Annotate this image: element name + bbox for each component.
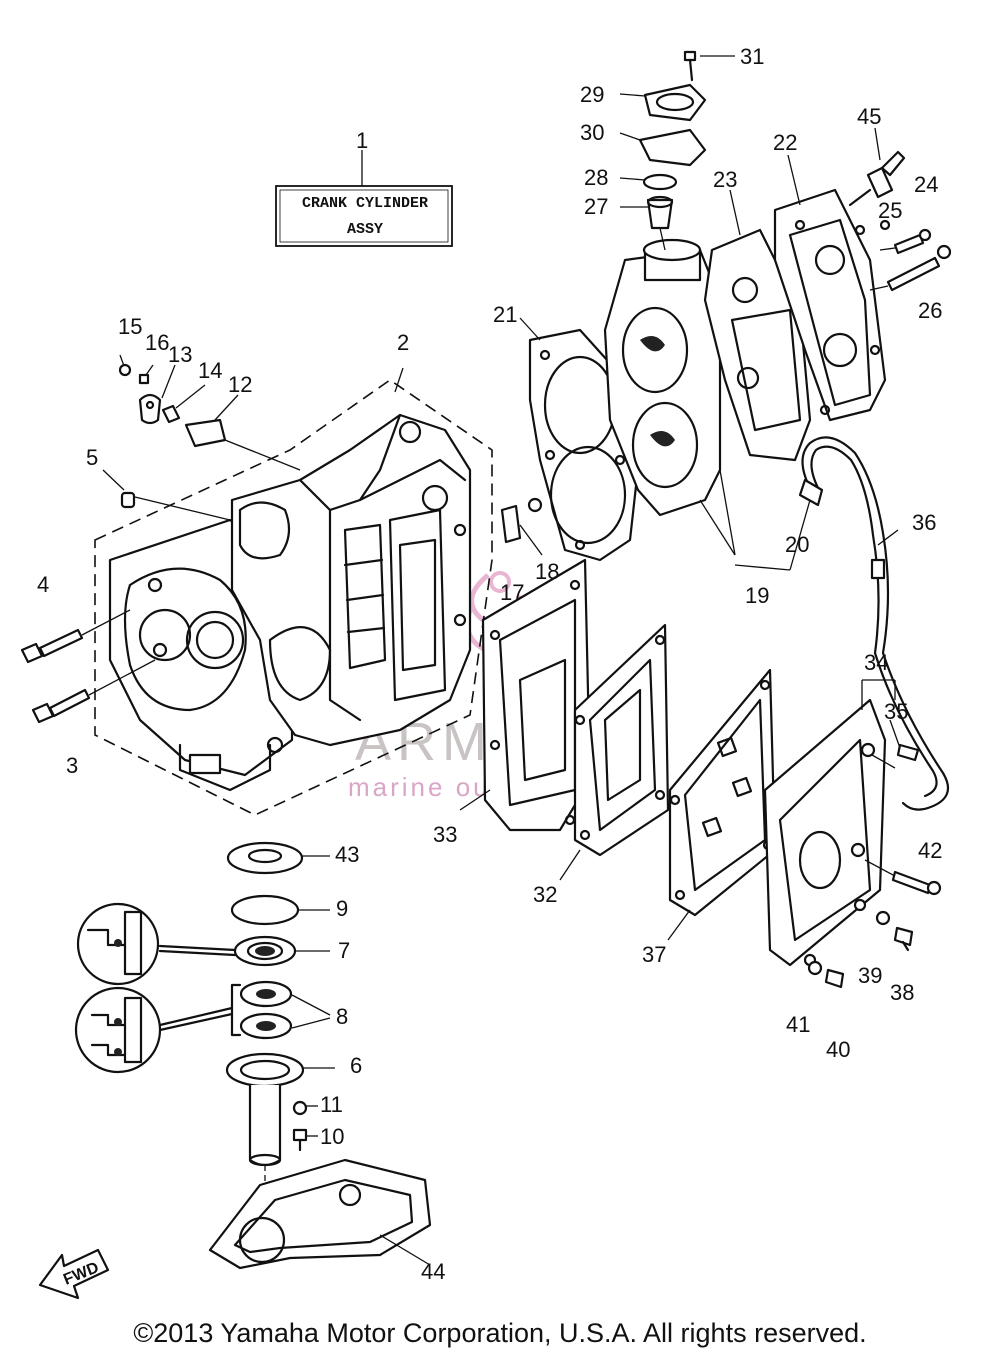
callout-10: 10 xyxy=(320,1124,344,1149)
callout-45: 45 xyxy=(857,104,881,129)
callout-31: 31 xyxy=(740,44,764,69)
cylinder-head-19 xyxy=(603,238,811,571)
callout-15: 15 xyxy=(118,314,142,339)
callout-17: 17 xyxy=(500,580,524,605)
gasket-44 xyxy=(208,1158,432,1270)
plate-32 xyxy=(559,623,670,881)
callout-16: 16 xyxy=(145,330,169,355)
dowel-pin-5 xyxy=(102,469,231,521)
washer-11-bolt-10 xyxy=(292,1100,318,1152)
callout-38: 38 xyxy=(890,980,914,1005)
assy-line-2: ASSY xyxy=(347,221,383,238)
exhaust-cover-34 xyxy=(763,679,901,967)
callout-6: 6 xyxy=(350,1053,362,1078)
assy-line-1: CRANK CYLINDER xyxy=(302,195,428,212)
callout-34: 34 xyxy=(864,650,888,675)
oil-seal-7 xyxy=(158,935,330,967)
callout-14: 14 xyxy=(198,358,222,383)
cover-bolts-38-42 xyxy=(807,859,942,989)
fitting-parts-12-16 xyxy=(118,354,301,471)
callout-20: 20 xyxy=(785,532,809,557)
callout-37: 37 xyxy=(642,942,666,967)
callout-33: 33 xyxy=(433,822,457,847)
callout-labels: 1 2 3 4 5 6 7 8 9 10 11 12 13 14 15 16 1… xyxy=(37,44,942,1284)
callout-25: 25 xyxy=(878,198,902,223)
forward-arrow-icon: FWD xyxy=(38,1248,110,1300)
callout-26: 26 xyxy=(918,298,942,323)
copyright-notice: ©2013 Yamaha Motor Corporation, U.S.A. A… xyxy=(133,1318,866,1348)
detail-circle-lower xyxy=(74,986,162,1074)
sensor-45-and-bolts xyxy=(848,127,952,292)
callout-9: 9 xyxy=(336,896,348,921)
callout-35: 35 xyxy=(884,699,908,724)
detail-circle-upper xyxy=(76,902,160,986)
callout-21: 21 xyxy=(493,302,517,327)
callout-18: 18 xyxy=(535,559,559,584)
callout-8: 8 xyxy=(336,1004,348,1029)
hose-36 xyxy=(798,436,950,811)
callout-39: 39 xyxy=(858,963,882,988)
callout-42: 42 xyxy=(918,838,942,863)
callout-24: 24 xyxy=(914,172,938,197)
callout-43: 43 xyxy=(335,842,359,867)
callout-4: 4 xyxy=(37,572,49,597)
callout-12: 12 xyxy=(228,372,252,397)
gasket-37 xyxy=(667,668,777,941)
o-ring-9 xyxy=(230,894,330,926)
callout-22: 22 xyxy=(773,130,797,155)
callout-23: 23 xyxy=(713,167,737,192)
callout-44: 44 xyxy=(421,1259,445,1284)
head-cover-22 xyxy=(773,154,887,422)
callout-2: 2 xyxy=(397,330,409,355)
bolt-4 xyxy=(20,609,131,664)
callout-28: 28 xyxy=(584,165,608,190)
callout-19: 19 xyxy=(745,583,769,608)
oil-seals-8 xyxy=(158,980,331,1040)
callout-5: 5 xyxy=(86,445,98,470)
crankcase-group xyxy=(94,379,493,816)
callout-41: 41 xyxy=(786,1012,810,1037)
callout-36: 36 xyxy=(912,510,936,535)
callout-1: 1 xyxy=(356,128,368,153)
parts-17-18 xyxy=(500,497,543,556)
callout-7: 7 xyxy=(338,938,350,963)
callout-30: 30 xyxy=(580,120,604,145)
callout-3: 3 xyxy=(66,753,78,778)
thermostat-parts-27-31 xyxy=(619,50,735,251)
bolt-3 xyxy=(31,659,156,724)
callout-29: 29 xyxy=(580,82,604,107)
callout-40: 40 xyxy=(826,1037,850,1062)
washer-43 xyxy=(226,841,330,875)
callout-11: 11 xyxy=(320,1092,343,1117)
callout-32: 32 xyxy=(533,882,557,907)
callout-13: 13 xyxy=(168,342,192,367)
assembly-title-box: CRANK CYLINDER ASSY xyxy=(275,150,453,247)
callout-27: 27 xyxy=(584,194,608,219)
